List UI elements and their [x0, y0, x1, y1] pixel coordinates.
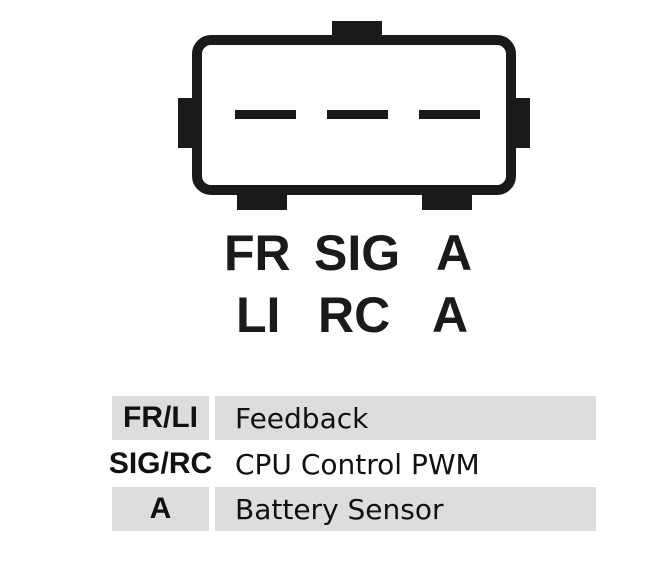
- pin-3: [419, 110, 480, 119]
- legend-pin-a: A: [112, 487, 209, 531]
- pin-label-fr: FR: [224, 225, 291, 281]
- pin-label-sig: SIG: [314, 225, 401, 281]
- connector-right-tab: [512, 98, 530, 148]
- pin-label-rc: RC: [318, 287, 391, 343]
- pin-2: [327, 110, 388, 119]
- pin-label-a-top: A: [436, 225, 473, 281]
- pin-label-a-bottom: A: [432, 287, 469, 343]
- legend-pin-sig-rc: SIG/RC: [108, 447, 213, 480]
- legend-pin-fr-li: FR/LI: [112, 396, 209, 440]
- connector-top-tab: [332, 21, 382, 39]
- pin-label-li: LI: [236, 287, 281, 343]
- legend-function-battery-sensor: Battery Sensor: [215, 487, 596, 531]
- connector-left-tab: [178, 98, 196, 148]
- pin-1: [235, 110, 296, 119]
- legend-function-feedback: Feedback: [215, 396, 596, 440]
- legend-function-cpu-control: CPU Control PWM: [235, 447, 480, 481]
